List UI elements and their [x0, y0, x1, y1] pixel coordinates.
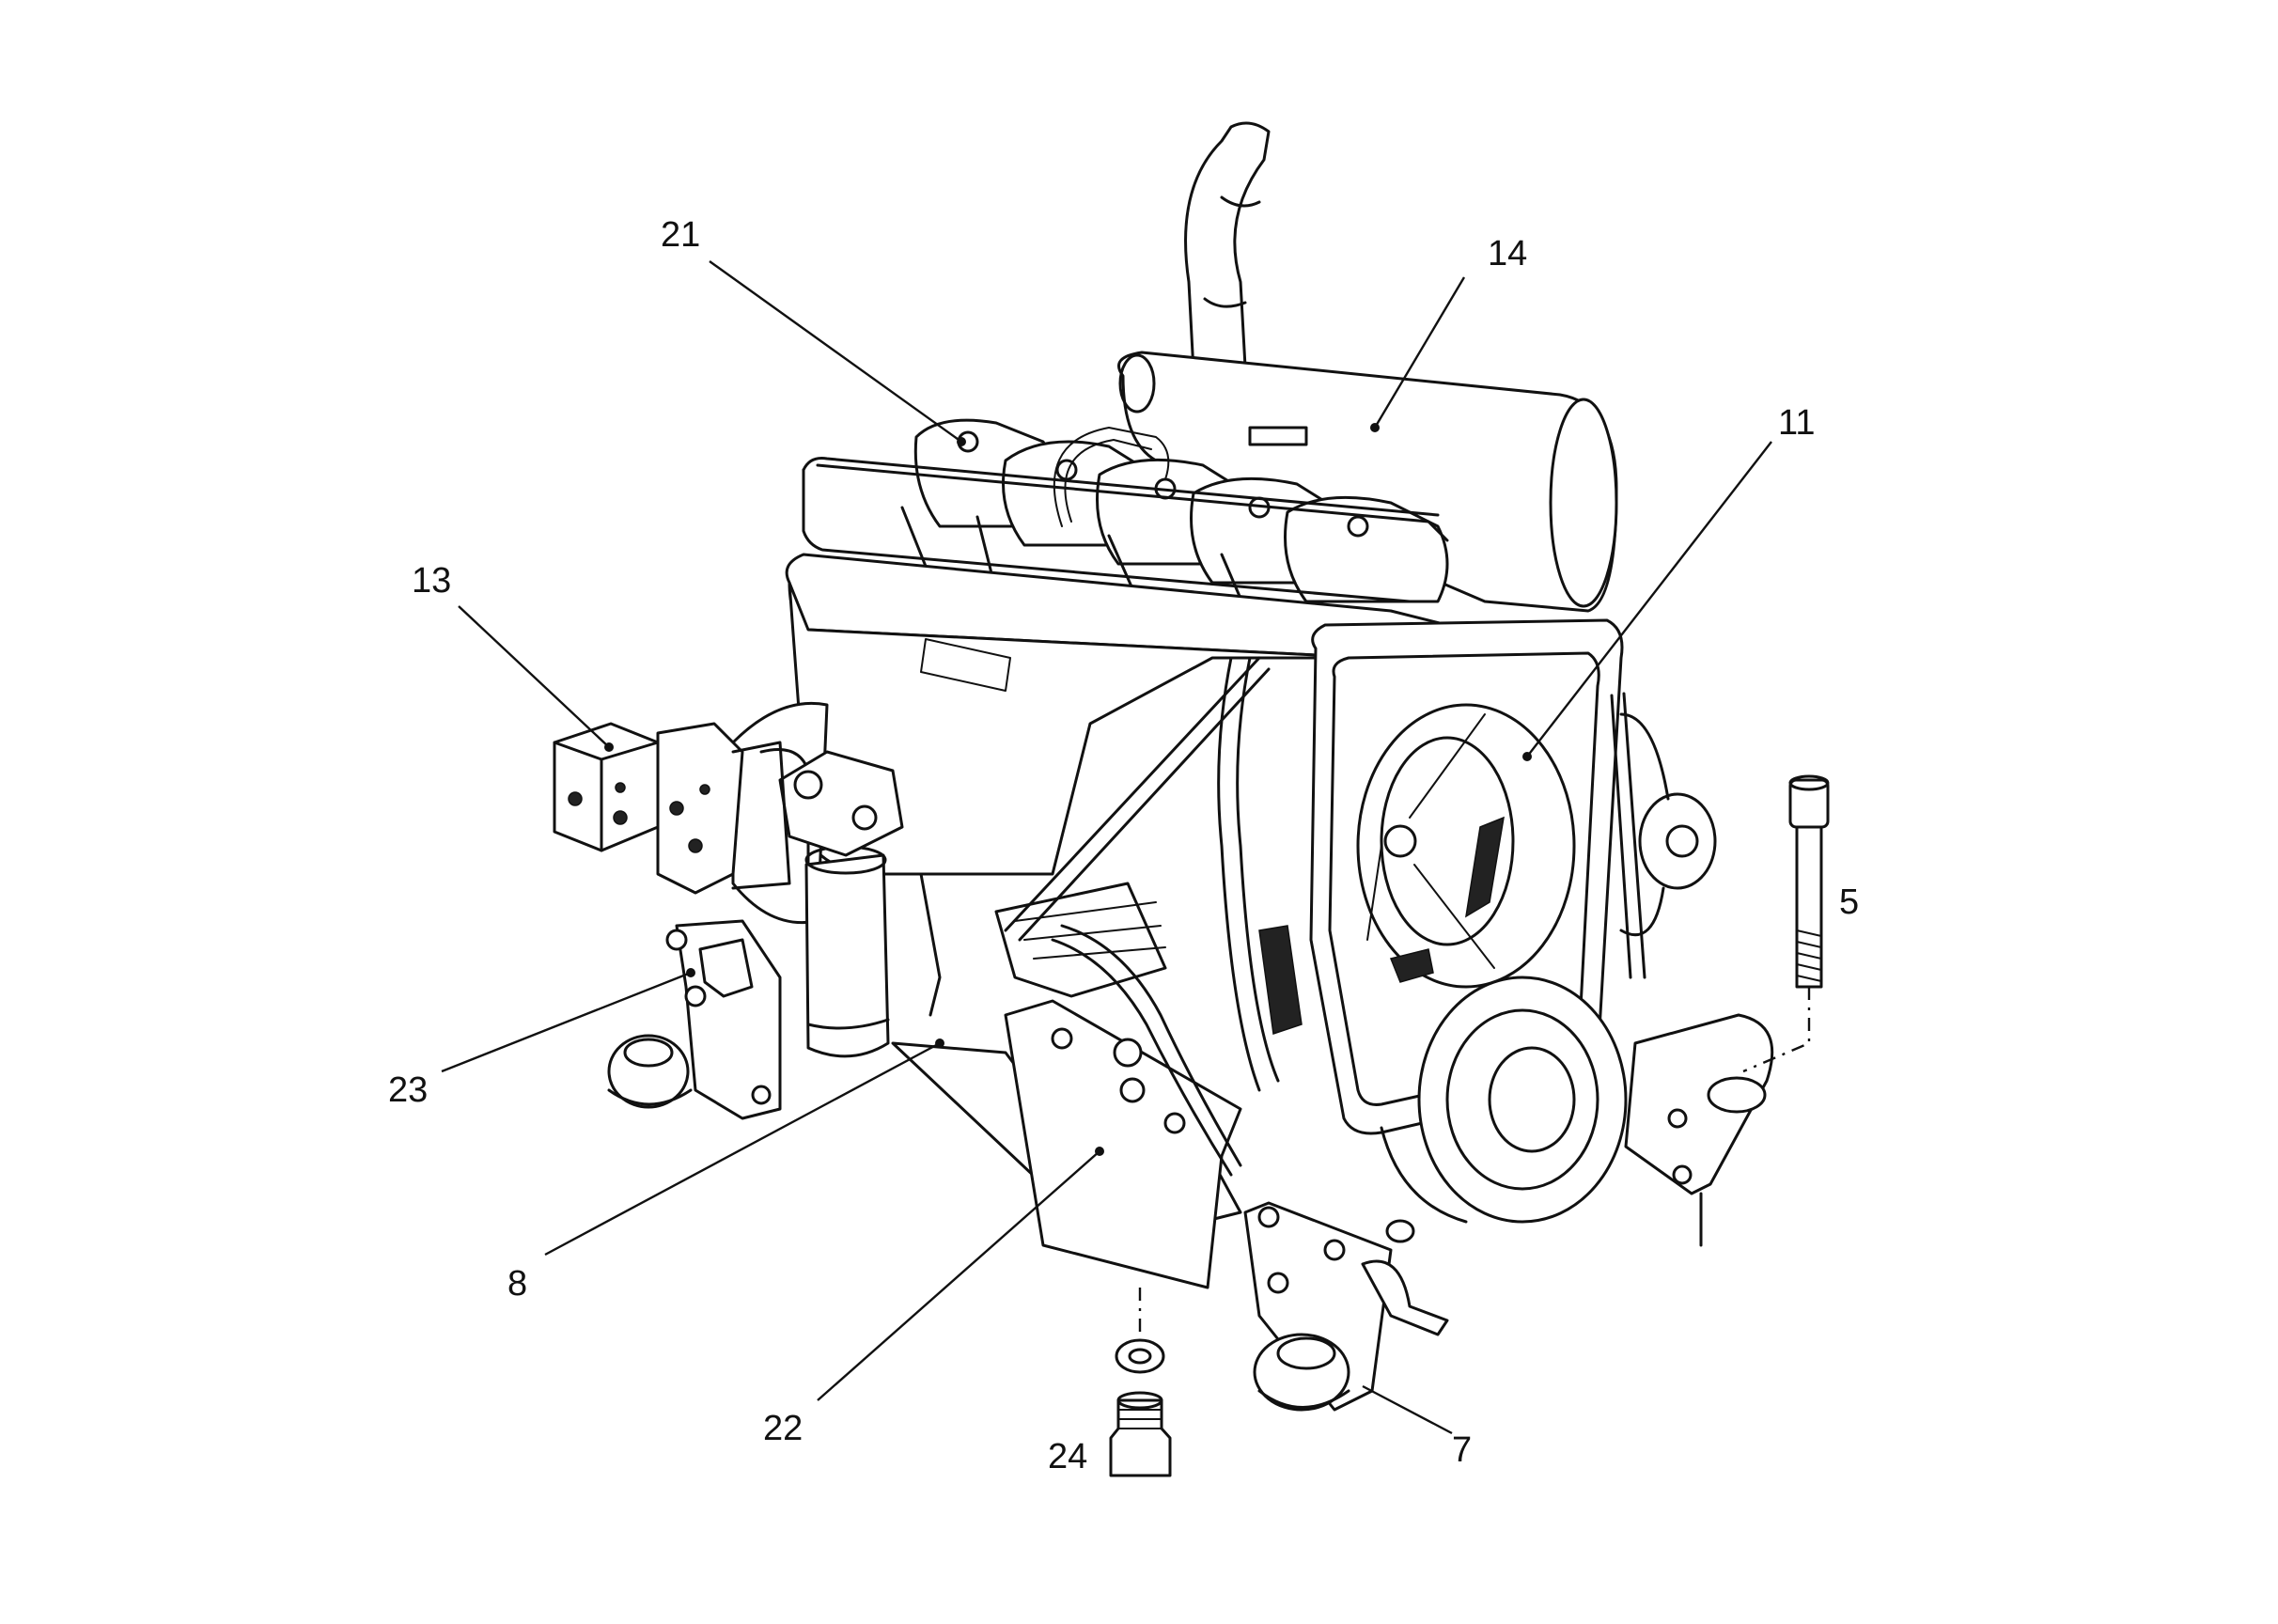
callout-24: 24	[1048, 1437, 1087, 1476]
drain-plug-part-24	[1109, 1338, 1172, 1477]
bolt-part-5	[1788, 774, 1830, 989]
engine-block	[731, 553, 1472, 1289]
callout-22: 22	[763, 1409, 803, 1448]
callout-21: 21	[661, 215, 700, 255]
bolt-centerline	[1742, 987, 1811, 1073]
right-engine-foot	[1624, 1013, 1774, 1247]
cylinder-heads	[913, 418, 1449, 603]
callout-5: 5	[1839, 882, 1859, 922]
hydraulic-pump	[553, 722, 791, 895]
leader-dots	[604, 423, 1532, 1156]
callout-13: 13	[412, 561, 451, 601]
callout-8: 8	[507, 1264, 527, 1304]
left-engine-mount	[607, 919, 782, 1120]
callout-14: 14	[1488, 234, 1527, 273]
callout-23: 23	[388, 1070, 428, 1110]
crank-pulley	[1380, 692, 1717, 1224]
callout-7: 7	[1452, 1430, 1472, 1470]
front-engine-mount	[1243, 1201, 1449, 1412]
exhaust-pipe	[1184, 121, 1271, 373]
callout-11: 11	[1778, 403, 1815, 443]
leader-lines	[441, 260, 1772, 1435]
